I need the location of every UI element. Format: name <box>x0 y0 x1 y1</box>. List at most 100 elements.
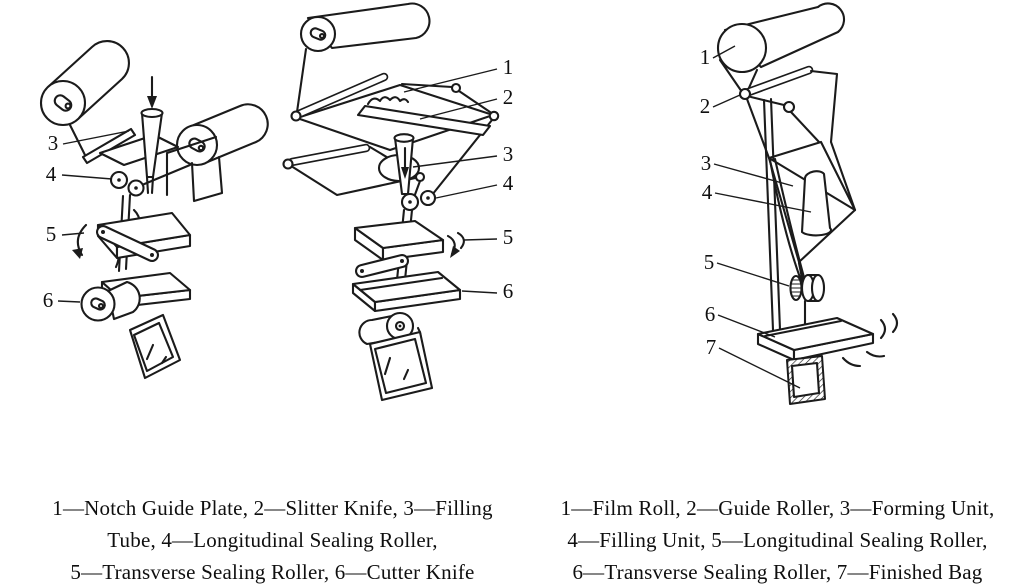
disc-connect <box>806 273 820 303</box>
leader-line <box>461 290 498 294</box>
guide-roller-ball <box>782 100 796 114</box>
slab-edge-line <box>763 319 843 338</box>
cutter-plate <box>351 270 462 313</box>
callouts: 1 2 3 4 5 6 7 <box>700 45 812 389</box>
pivot-dot <box>150 253 154 257</box>
slab-edge-line <box>358 276 444 292</box>
caption-left-line-3: 5—Transverse Sealing Roller, 6—Cutter Kn… <box>70 560 475 584</box>
frame-ball <box>290 110 302 122</box>
frame-bracket <box>165 135 218 197</box>
leader-line <box>435 184 498 199</box>
roller-axle-dot <box>117 178 121 182</box>
callout-label-5: 5 <box>704 250 715 274</box>
bag-inner <box>132 321 175 373</box>
leader-line <box>717 314 776 338</box>
column-lines <box>762 97 782 332</box>
guide-bar-fill <box>296 74 387 117</box>
bag-crease <box>145 343 168 365</box>
film-web-line <box>295 47 308 114</box>
bag-inner <box>373 337 428 395</box>
film-web-line <box>745 97 771 160</box>
roll-core-dot <box>64 102 72 110</box>
caption-right-line-2: 4—Filling Unit, 5—Longitudinal Sealing R… <box>567 528 988 552</box>
film-roll-icon <box>39 40 130 127</box>
roller-axle-dot <box>426 196 430 200</box>
transverse-sealing-roller <box>353 219 465 278</box>
roll-core-dot <box>197 144 205 152</box>
motion-arrow-head <box>72 248 83 259</box>
swing-arm-fill <box>357 256 407 276</box>
callout-label-1: 1 <box>503 55 514 79</box>
motion-arc <box>841 312 899 368</box>
caption-right-line-3: 6—Transverse Sealing Roller, 7—Finished … <box>572 560 983 584</box>
cutter-knife-roller <box>80 280 141 322</box>
transverse-sealing-base <box>756 316 875 362</box>
feed-arrow-icon <box>147 75 157 109</box>
film-web-line <box>749 95 786 107</box>
film-web-line <box>718 58 759 94</box>
notch-guide-plate <box>356 104 492 137</box>
leader-line <box>463 238 498 241</box>
leader-line <box>61 232 85 236</box>
machine-diagram-web-spread: 1 2 3 4 5 6 <box>282 2 514 402</box>
slab-top <box>756 316 875 352</box>
callout-label-4: 4 <box>503 171 514 195</box>
caption-left: 1—Notch Guide Plate, 2—Slitter Knife, 3—… <box>30 492 515 588</box>
leader-line <box>61 174 113 180</box>
leader-line <box>57 300 81 303</box>
leader-line <box>714 192 812 213</box>
callout-label-5: 5 <box>46 222 57 246</box>
seal-disc <box>810 273 826 303</box>
leader-line <box>718 347 801 389</box>
guide-bar-fill <box>289 145 369 165</box>
film-roll-icon <box>175 103 269 167</box>
longitudinal-sealing-rollers <box>109 170 145 197</box>
forming-rim <box>767 140 857 212</box>
callout-label-6: 6 <box>705 302 716 326</box>
callout-label-3: 3 <box>701 151 712 175</box>
callout-label-5: 5 <box>503 225 514 249</box>
leader-line <box>62 130 130 145</box>
caption-left-line-2: Tube, 4—Longitudinal Sealing Roller, <box>107 528 438 552</box>
frame-bracket <box>190 155 224 203</box>
caption-right-line-1: 1—Film Roll, 2—Guide Roller, 3—Forming U… <box>560 496 995 520</box>
callouts: 3 4 5 6 <box>43 130 130 312</box>
roller-core-dot <box>97 302 105 310</box>
knurl-ticks <box>791 279 801 297</box>
film-web-line <box>789 110 821 144</box>
roller-body <box>106 280 141 321</box>
callout-label-1: 1 <box>700 45 711 69</box>
guide-roller-ball <box>738 87 752 101</box>
leader-line <box>713 163 794 187</box>
discharge-roller <box>358 311 415 346</box>
film-roll-icon <box>299 2 431 53</box>
finished-bag-icon <box>368 330 434 402</box>
tube-mouth <box>140 107 164 119</box>
callouts: 1 2 3 4 5 6 <box>403 55 514 303</box>
leader-line <box>712 45 736 59</box>
pivot-dot <box>400 259 404 263</box>
roll-face <box>716 22 768 74</box>
longitudinal-sealing-roller <box>789 273 826 303</box>
leader-line <box>716 262 790 287</box>
bag-inner <box>790 361 821 399</box>
longitudinal-sealing-rollers <box>400 189 437 212</box>
slab-top <box>353 219 445 250</box>
arrow-head <box>147 96 157 109</box>
leader-line <box>412 155 498 168</box>
roll-core-dot <box>318 32 326 40</box>
tube-mouth <box>393 133 415 143</box>
frame-ball <box>450 82 462 94</box>
callout-label-4: 4 <box>702 180 713 204</box>
callout-label-2: 2 <box>700 94 711 118</box>
swing-arm-fill <box>98 227 157 260</box>
finished-bag-icon <box>128 313 182 380</box>
callout-label-3: 3 <box>503 142 514 166</box>
roller-axle-dot <box>408 200 412 204</box>
slit-film-edge <box>366 96 410 106</box>
caption-right: 1—Film Roll, 2—Guide Roller, 3—Forming U… <box>545 492 1010 588</box>
notch-guide-plate <box>81 127 137 165</box>
transverse-sealing-roller <box>96 211 192 262</box>
frame-rod <box>457 89 492 114</box>
